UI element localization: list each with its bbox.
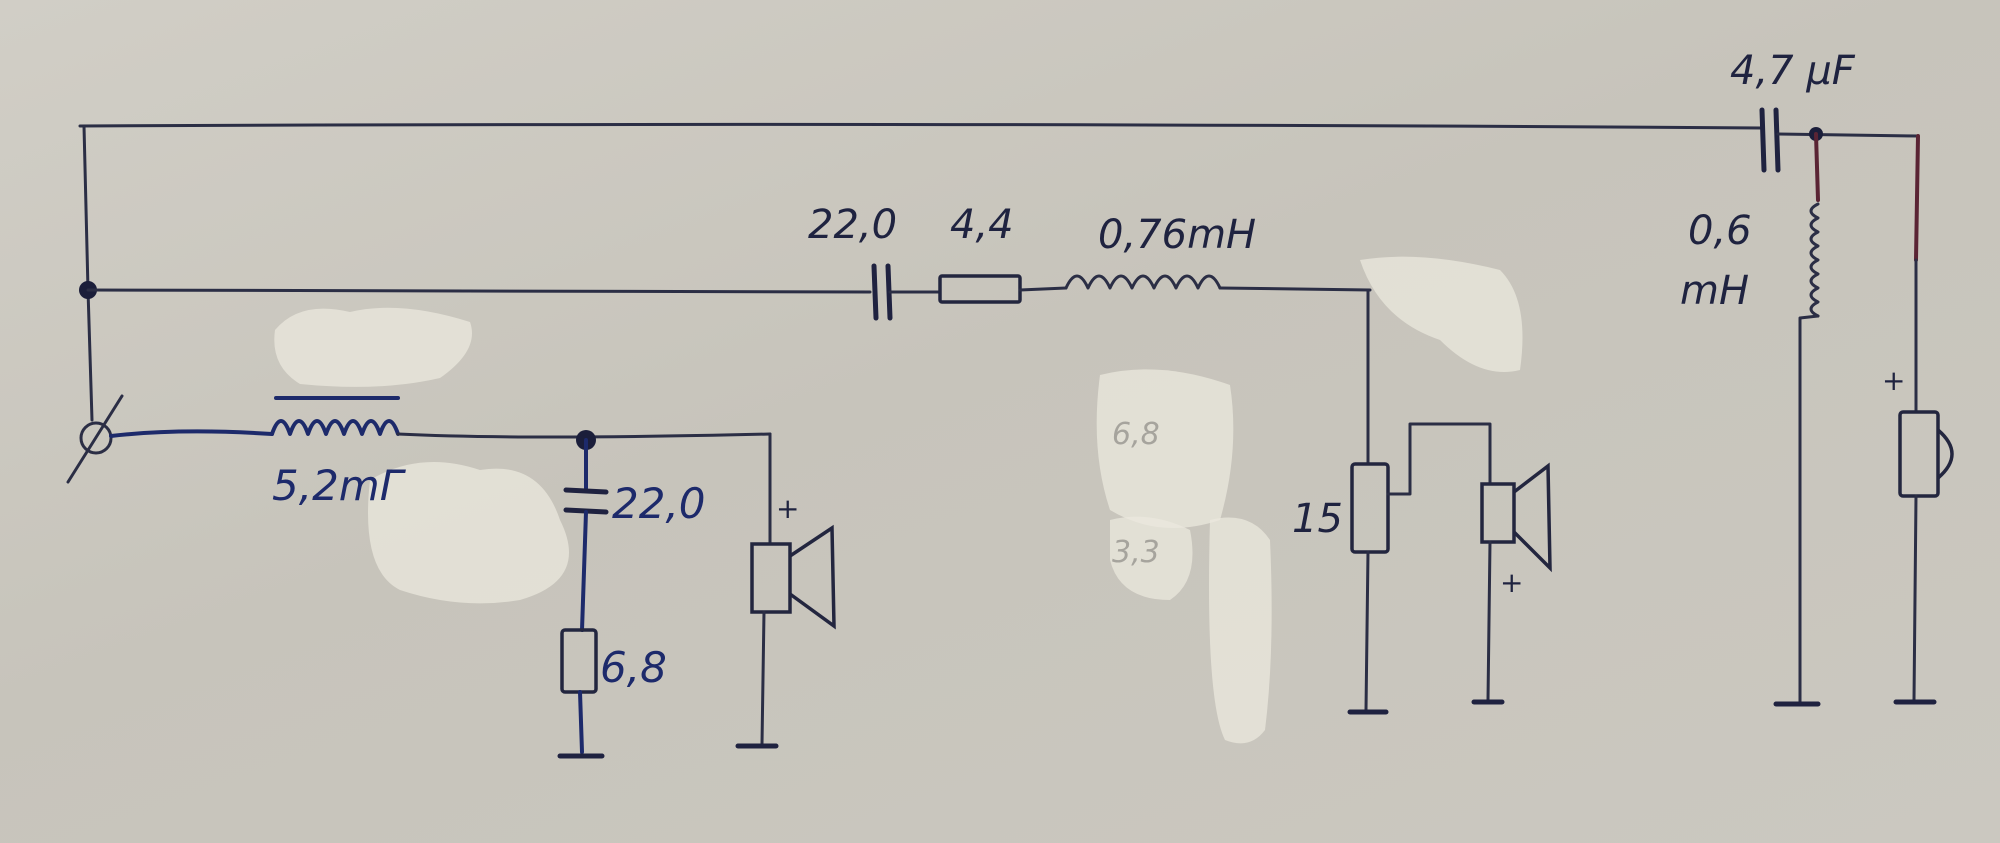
tweeter-polarity-mark: + <box>1882 364 1905 397</box>
correction-mark <box>1209 517 1272 744</box>
woofer-shunt-wire <box>578 690 584 754</box>
tweeter-feed-wire <box>1914 134 1920 262</box>
woofer-speaker-icon <box>750 542 792 614</box>
input-terminal-slash <box>66 394 124 484</box>
woofer-polarity-mark: + <box>776 492 799 525</box>
mid-speaker-cone <box>1512 462 1552 573</box>
tweeter-speaker-icon <box>1898 410 1940 498</box>
woofer-speaker-cone <box>788 524 836 630</box>
correction-mark <box>1360 256 1523 372</box>
woofer-shunt-capacitor <box>563 487 609 515</box>
mid-capacitor-label: 22,0 <box>808 202 897 248</box>
faded-erased-label: 6,8 <box>1112 417 1160 452</box>
tweeter-inductor-unit-label: mH <box>1680 268 1749 314</box>
mid-speaker-wire <box>1486 540 1492 702</box>
tweeter-shunt-wire <box>1814 132 1820 202</box>
correction-mark <box>274 307 472 387</box>
left-vertical-wire <box>82 124 94 422</box>
tweeter-speaker-wire <box>1912 494 1918 702</box>
correction-mark <box>368 462 569 604</box>
mid-inductor-label: 0,76mH <box>1098 212 1256 258</box>
woofer-shunt-wire <box>580 510 588 632</box>
woofer-series-inductor <box>270 419 400 436</box>
mid-speaker-icon <box>1480 482 1516 544</box>
mid-output-wire <box>1218 286 1372 292</box>
tweeter-dome <box>1936 428 1954 480</box>
tweeter-shunt-wire <box>1798 314 1820 704</box>
correction-mark <box>1096 369 1234 528</box>
mid-feed-wire <box>86 288 872 294</box>
woofer-shunt-resistor <box>560 628 598 694</box>
mid-shunt-resistor-label: 15 <box>1292 496 1343 542</box>
mid-shunt-resistor <box>1350 462 1390 554</box>
mid-series-inductor <box>1064 274 1222 290</box>
top-wire <box>78 122 1764 130</box>
woofer-speaker-wire <box>760 610 766 746</box>
tweeter-capacitor-label: 4,7 μF <box>1730 48 1856 94</box>
woofer-inductor-label: 5,2mГ <box>272 461 407 510</box>
mid-series-resistor <box>938 274 1022 304</box>
correction-mark <box>1110 516 1193 600</box>
mid-series-wire <box>1018 286 1068 292</box>
correction-fluid-marks <box>274 256 1523 744</box>
faded-erased-label: 3,3 <box>1112 535 1160 570</box>
mid-resistor-label: 4,4 <box>950 202 1014 248</box>
woofer-capacitor-label: 22,0 <box>612 479 706 528</box>
woofer-output-wire <box>396 432 772 439</box>
mid-speaker-wire <box>1386 422 1492 496</box>
tweeter-series-wire <box>1776 132 1920 138</box>
input-terminal <box>79 421 113 455</box>
tweeter-inductor-label: 0,6 <box>1688 208 1752 254</box>
woofer-resistor-label: 6,8 <box>600 643 667 692</box>
mid-shunt-wire <box>1364 550 1370 712</box>
tweeter-series-capacitor <box>1759 107 1781 173</box>
tweeter-shunt-inductor <box>1809 202 1820 318</box>
woofer-feed-wire <box>109 429 274 438</box>
mid-polarity-mark: + <box>1500 566 1523 599</box>
mid-series-capacitor <box>871 263 893 321</box>
